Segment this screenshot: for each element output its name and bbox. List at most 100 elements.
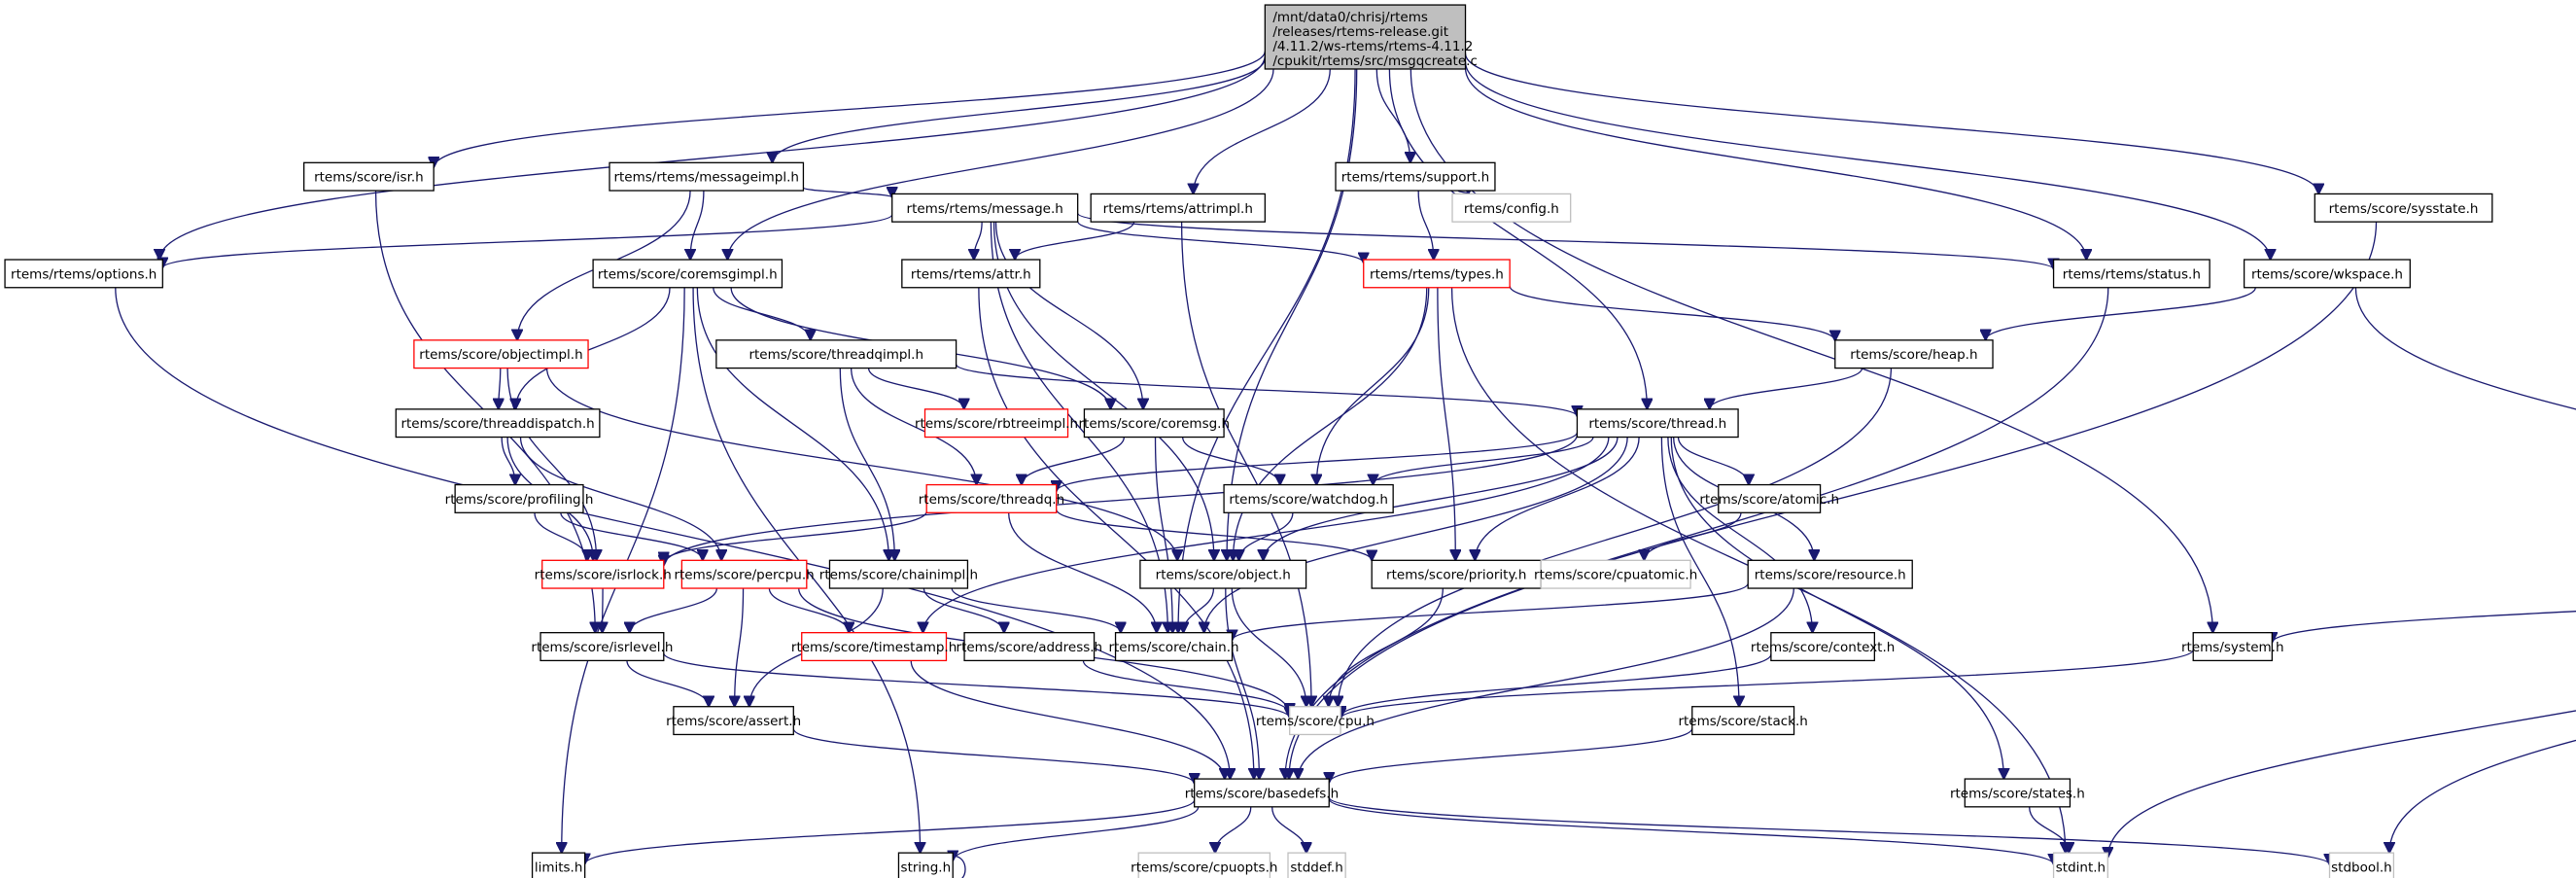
node-resource[interactable]: rtems/score/resource.h	[1747, 559, 1913, 589]
node-states[interactable]: rtems/score/states.h	[1950, 778, 2085, 808]
edge-thread-to-context	[1667, 437, 1813, 633]
node-stdint[interactable]: stdint.h	[2052, 852, 2108, 878]
node-attr[interactable]: rtems/rtems/attr.h	[901, 259, 1041, 289]
node-options[interactable]: rtems/rtems/options.h	[4, 259, 163, 289]
node-config[interactable]: rtems/config.h	[1451, 193, 1572, 223]
node-atomic[interactable]: rtems/score/atomic.h	[1699, 483, 1839, 513]
node-support[interactable]: rtems/rtems/support.h	[1335, 161, 1496, 192]
node-cpu[interactable]: rtems/score/cpu.h	[1256, 706, 1375, 736]
edge-isrlock-to-isrlevel	[603, 588, 604, 633]
edge-heap-to-cpu	[1338, 368, 1893, 707]
edge-timestamp-to-basedefs	[910, 660, 1225, 779]
node-system[interactable]: rtems/system.h	[2181, 632, 2284, 662]
node-label: rtems/score/states.h	[1950, 786, 2085, 801]
edge-basedefs-to-cpuopts	[1215, 806, 1252, 853]
edge-coremsgimpl-to-chainimpl	[696, 287, 888, 561]
edge-interr-to-system	[2272, 611, 2576, 643]
node-isrlock[interactable]: rtems/score/isrlock.h	[535, 559, 672, 589]
node-cpuopts[interactable]: rtems/score/cpuopts.h	[1131, 852, 1277, 878]
node-stddef[interactable]: stddef.h	[1287, 852, 1346, 878]
edge-wkspace-to-interr	[2354, 287, 2576, 410]
node-watchdog[interactable]: rtems/score/watchdog.h	[1223, 483, 1394, 513]
node-box	[828, 559, 969, 589]
node-label: rtems/score/basedefs.h	[1185, 786, 1339, 801]
node-stack[interactable]: rtems/score/stack.h	[1678, 706, 1808, 736]
node-label: rtems/score/cpuopts.h	[1131, 860, 1277, 876]
node-label: rtems/score/threadq.h	[919, 492, 1064, 508]
node-box	[454, 483, 584, 513]
node-rbtreeimpl[interactable]: rtems/score/rbtreeimpl.h	[915, 408, 1078, 439]
node-wkspace[interactable]: rtems/score/wkspace.h	[2243, 259, 2411, 289]
node-box	[680, 559, 808, 589]
node-label: /cpukit/rtems/src/msgqcreate.c	[1272, 53, 1478, 69]
node-context[interactable]: rtems/score/context.h	[1751, 632, 1895, 662]
node-box	[801, 632, 948, 662]
node-priority[interactable]: rtems/score/priority.h	[1371, 559, 1542, 589]
node-coremsg[interactable]: rtems/score/coremsg.h	[1078, 408, 1230, 439]
node-threadqimpl[interactable]: rtems/score/threadqimpl.h	[715, 339, 957, 369]
edge-support-to-types	[1417, 191, 1434, 260]
edge-coremsg-to-chain	[1154, 437, 1173, 633]
node-label: rtems/score/threaddispatch.h	[400, 416, 594, 432]
node-box	[1139, 559, 1307, 589]
edge-thread-to-stack	[1660, 437, 1739, 707]
edge-root-to-isr	[434, 51, 1266, 167]
node-label: rtems/rtems/attrimpl.h	[1103, 201, 1253, 217]
node-threadq[interactable]: rtems/score/threadq.h	[919, 483, 1064, 513]
node-objectimpl[interactable]: rtems/score/objectimpl.h	[413, 339, 589, 369]
node-chain[interactable]: rtems/score/chain.h	[1108, 632, 1239, 662]
node-label: rtems/rtems/options.h	[11, 266, 157, 282]
node-box	[1289, 706, 1341, 736]
node-box	[901, 259, 1041, 289]
node-label: rtems/score/priority.h	[1386, 568, 1526, 583]
edge-types-to-watchdog	[1316, 287, 1430, 485]
node-box	[1770, 632, 1875, 662]
node-label: rtems/system.h	[2181, 640, 2284, 655]
edge-chainimpl-to-chain	[951, 587, 1121, 633]
node-string[interactable]: string.h	[897, 852, 954, 878]
node-limits[interactable]: limits.h	[531, 852, 586, 878]
node-box	[1964, 778, 2071, 808]
node-label: rtems/rtems/support.h	[1341, 170, 1489, 186]
edge-root-to-chain	[1178, 68, 1356, 633]
node-attrimpl[interactable]: rtems/rtems/attrimpl.h	[1090, 193, 1266, 223]
node-box	[541, 559, 665, 589]
node-label: stdint.h	[2056, 860, 2106, 876]
edge-percpu-to-assert	[735, 588, 745, 707]
node-message[interactable]: rtems/rtems/message.h	[891, 193, 1079, 223]
edge-threadqimpl-to-threadq	[851, 368, 977, 485]
node-basedefs[interactable]: rtems/score/basedefs.h	[1185, 778, 1339, 808]
node-sysstate[interactable]: rtems/score/sysstate.h	[2314, 193, 2493, 223]
node-object[interactable]: rtems/score/object.h	[1139, 559, 1307, 589]
node-timestamp[interactable]: rtems/score/timestamp.h	[791, 632, 957, 662]
node-box	[1090, 193, 1266, 223]
node-threaddispatch[interactable]: rtems/score/threaddispatch.h	[395, 408, 601, 439]
node-box	[395, 408, 601, 439]
node-isrlevel[interactable]: rtems/score/isrlevel.h	[531, 632, 673, 662]
node-isr[interactable]: rtems/score/isr.h	[303, 161, 435, 192]
node-status[interactable]: rtems/rtems/status.h	[2052, 259, 2210, 289]
edge-thread-to-states	[1670, 437, 2003, 780]
node-label: rtems/rtems/status.h	[2063, 266, 2201, 282]
node-stdbool[interactable]: stdbool.h	[2328, 852, 2395, 878]
edge-objectimpl-to-isrlock	[506, 368, 596, 561]
node-chainimpl[interactable]: rtems/score/chainimpl.h	[819, 559, 978, 589]
node-thread[interactable]: rtems/score/thread.h	[1576, 408, 1739, 439]
node-box	[609, 161, 805, 192]
node-assert[interactable]: rtems/score/assert.h	[666, 706, 801, 736]
edge-root-to-wkspace	[1464, 61, 2271, 260]
edge-interr-to-stdbool	[2389, 739, 2576, 853]
node-heap[interactable]: rtems/score/heap.h	[1834, 339, 1994, 369]
edge-basedefs-to-stddef	[1271, 806, 1306, 853]
node-address[interactable]: rtems/score/address.h	[957, 632, 1103, 662]
node-box	[2243, 259, 2411, 289]
node-percpu[interactable]: rtems/score/percpu.h	[674, 559, 815, 589]
node-box	[963, 632, 1096, 662]
node-messageimpl[interactable]: rtems/rtems/messageimpl.h	[609, 161, 805, 192]
node-coremsgimpl[interactable]: rtems/score/coremsgimpl.h	[592, 259, 783, 289]
node-profiling[interactable]: rtems/score/profiling.h	[445, 483, 594, 513]
edge-string-to-string	[949, 855, 966, 878]
node-types[interactable]: rtems/rtems/types.h	[1363, 259, 1511, 289]
node-label: /releases/rtems-release.git	[1272, 24, 1448, 40]
node-cpuatomic[interactable]: rtems/score/cpuatomic.h	[1534, 559, 1697, 589]
